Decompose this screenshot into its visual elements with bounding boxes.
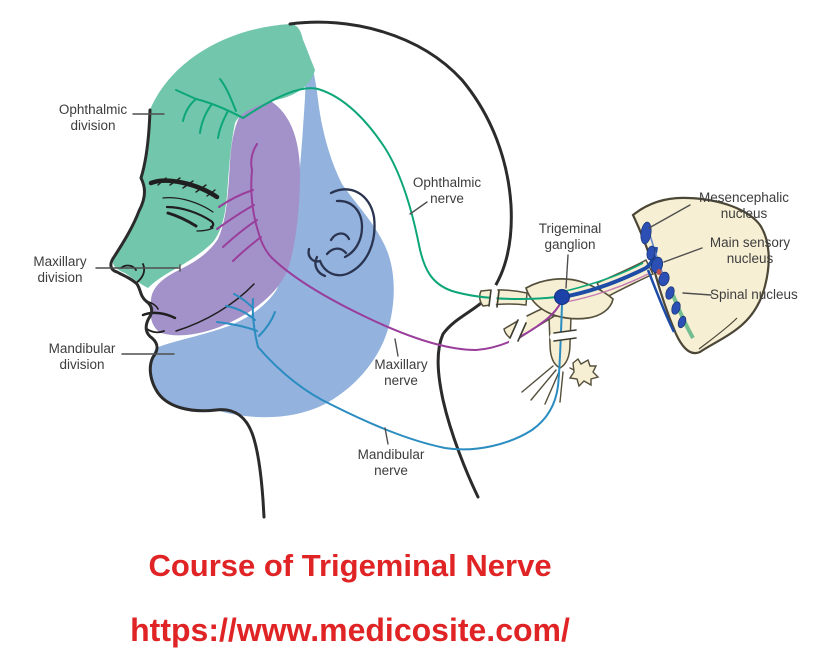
label-main-sensory-nucleus: Main sensory nucleus	[709, 235, 791, 266]
head-outline	[109, 20, 513, 519]
skull-back-outline	[288, 20, 513, 499]
nucleus-red-blob	[656, 269, 662, 275]
leader-mandibular-nerve	[384, 427, 389, 445]
label-maxillary-nerve: Maxillary nerve	[374, 357, 428, 388]
nerve-cut-marks	[488, 284, 581, 346]
ganglion-branches	[521, 365, 575, 405]
label-ophthalmic-division: Ophthalmic division	[58, 102, 128, 133]
central-fiber-pink	[565, 273, 649, 303]
ophthalmic-nerve-course	[242, 87, 558, 301]
label-mandibular-nerve: Mandibular nerve	[357, 447, 425, 478]
forehead-nerve-branches	[195, 98, 244, 119]
spinal-nucleus-blob	[665, 286, 675, 300]
closed-eye	[165, 205, 215, 229]
main-sensory-nucleus-blob	[650, 256, 664, 274]
leader-ophthalmic-nerve	[409, 201, 428, 215]
leader-maxillary-nerve	[394, 338, 399, 357]
label-trigeminal-ganglion: Trigeminal ganglion	[538, 221, 602, 252]
leader-trigeminal-ganglion	[565, 254, 569, 289]
jaw-nerve-branches	[251, 298, 259, 348]
mouth-line	[141, 311, 177, 320]
cheek-nerve-branches	[250, 169, 273, 259]
leader-maxillary-division	[95, 264, 181, 272]
caption-url: https://www.medicosite.com/	[130, 612, 570, 648]
eyelashes	[166, 211, 198, 228]
nostril	[120, 264, 137, 271]
ophthalmic-division-region	[112, 24, 315, 288]
maxillary-division-region	[150, 97, 301, 336]
ganglion-star-branch	[568, 357, 600, 388]
brainstem-inner-rim	[698, 317, 738, 350]
face-profile-outline	[109, 108, 266, 519]
label-spinal-nucleus: Spinal nucleus	[710, 287, 798, 302]
eyebrow-hatching	[157, 177, 216, 197]
trigeminal-nuclei	[640, 221, 687, 329]
label-ophthalmic-nerve: Ophthalmic nerve	[412, 175, 482, 206]
brainstem	[631, 196, 770, 355]
leader-main-sensory-nucleus	[663, 247, 703, 263]
maxillary-nerve-course	[271, 257, 562, 352]
eye-crease	[162, 197, 214, 213]
spinal-tract-descending	[646, 269, 676, 333]
leader-mesencephalic-nucleus	[648, 204, 691, 229]
ganglion-neuron-dot	[554, 289, 570, 305]
facial-features	[120, 177, 255, 334]
caption-title: Course of Trigeminal Nerve	[148, 548, 552, 583]
ophthalmic-nerve-paths	[175, 78, 558, 301]
leader-lines	[95, 113, 712, 445]
mandibular-nerve-paths	[216, 293, 563, 451]
maxillary-nerve-paths	[216, 143, 562, 352]
ear	[307, 188, 376, 278]
mandibular-division-region	[150, 40, 394, 418]
label-maxillary-division: Maxillary division	[33, 254, 87, 285]
lower-lip	[146, 328, 165, 334]
cheek-line	[175, 283, 255, 332]
leader-spinal-nucleus	[682, 292, 712, 296]
mandibular-nerve-course	[257, 304, 563, 451]
label-mesencephalic-nucleus: Mesencephalic nucleus	[698, 190, 790, 221]
label-mandibular-division: Mandibular division	[48, 341, 116, 372]
lower-eyelid	[196, 227, 214, 232]
nose-wing	[135, 263, 146, 284]
